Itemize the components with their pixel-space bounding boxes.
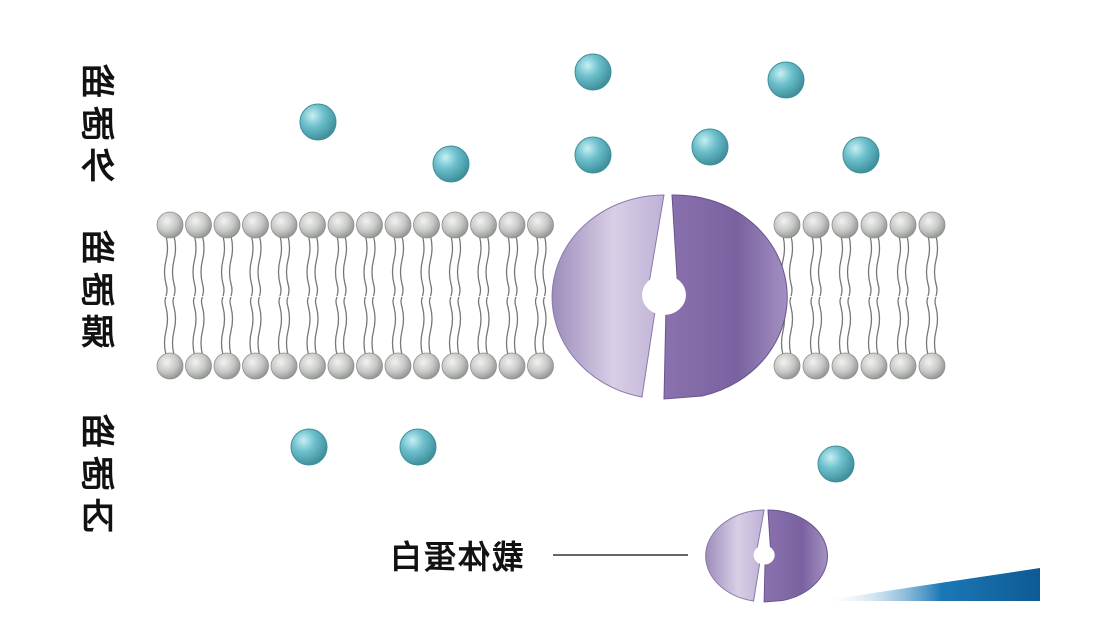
phospholipid-icon bbox=[773, 211, 801, 380]
phospholipid-icon bbox=[156, 211, 184, 380]
phospholipid-icon bbox=[213, 211, 241, 380]
slide-accent-bar bbox=[820, 568, 1040, 601]
phospholipid-icon bbox=[470, 211, 497, 380]
carrier-label-text: 载体蛋白 bbox=[388, 538, 525, 576]
label-extracellular: 细胞外 bbox=[78, 62, 118, 188]
phospholipid-icon bbox=[270, 211, 298, 380]
phospholipid-icon bbox=[242, 211, 269, 380]
phospholipid-icon bbox=[527, 211, 554, 380]
phospholipid-icon bbox=[356, 211, 383, 380]
label-char: 胞 bbox=[81, 455, 115, 495]
label-intracellular: 细胞内 bbox=[78, 412, 118, 538]
protein-left-lobe bbox=[705, 509, 765, 602]
phospholipid-icon bbox=[831, 211, 859, 380]
label-char: 胞 bbox=[81, 271, 115, 311]
label-carrier-protein: 载体蛋白 bbox=[388, 533, 524, 577]
protein-channel-hole bbox=[642, 275, 686, 315]
phospholipid-icon bbox=[413, 211, 440, 380]
solute-molecule-icon bbox=[574, 136, 612, 174]
phospholipid-icon bbox=[185, 211, 212, 380]
phospholipid-icon bbox=[802, 211, 830, 380]
phospholipid-icon bbox=[299, 211, 326, 380]
label-cell-membrane: 细胞膜 bbox=[78, 228, 118, 354]
carrier-protein-legend-icon bbox=[705, 509, 828, 603]
label-char: 胞 bbox=[81, 105, 115, 145]
phospholipid-icon bbox=[918, 211, 946, 380]
carrier-protein-in-membrane bbox=[551, 194, 788, 400]
label-char: 外 bbox=[81, 147, 115, 187]
lipid-bilayer bbox=[156, 211, 946, 380]
solute-molecule-icon bbox=[290, 428, 328, 466]
phospholipid-icon bbox=[441, 211, 469, 380]
phospholipid-icon bbox=[327, 211, 355, 380]
solute-molecule-icon bbox=[817, 445, 855, 483]
solute-molecule-icon bbox=[399, 428, 437, 466]
protein-channel-hole bbox=[753, 545, 775, 565]
solute-molecule-icon bbox=[574, 53, 612, 91]
label-char: 细 bbox=[81, 229, 115, 269]
label-char: 内 bbox=[81, 497, 115, 537]
protein-left-lobe bbox=[551, 194, 665, 398]
protein-right-lobe bbox=[663, 194, 788, 400]
solute-molecule-icon bbox=[767, 61, 805, 99]
solute-molecule-icon bbox=[432, 145, 470, 183]
label-char: 细 bbox=[81, 63, 115, 103]
phospholipid-icon bbox=[384, 211, 412, 380]
label-char: 膜 bbox=[81, 313, 115, 353]
solute-molecules bbox=[290, 53, 880, 483]
solute-molecule-icon bbox=[691, 128, 729, 166]
phospholipid-icon bbox=[860, 211, 888, 380]
protein-right-lobe bbox=[763, 509, 828, 603]
solute-molecule-icon bbox=[842, 136, 880, 174]
phospholipid-icon bbox=[498, 211, 526, 380]
phospholipid-icon bbox=[889, 211, 917, 380]
solute-molecule-icon bbox=[299, 103, 337, 141]
label-char: 细 bbox=[81, 413, 115, 453]
